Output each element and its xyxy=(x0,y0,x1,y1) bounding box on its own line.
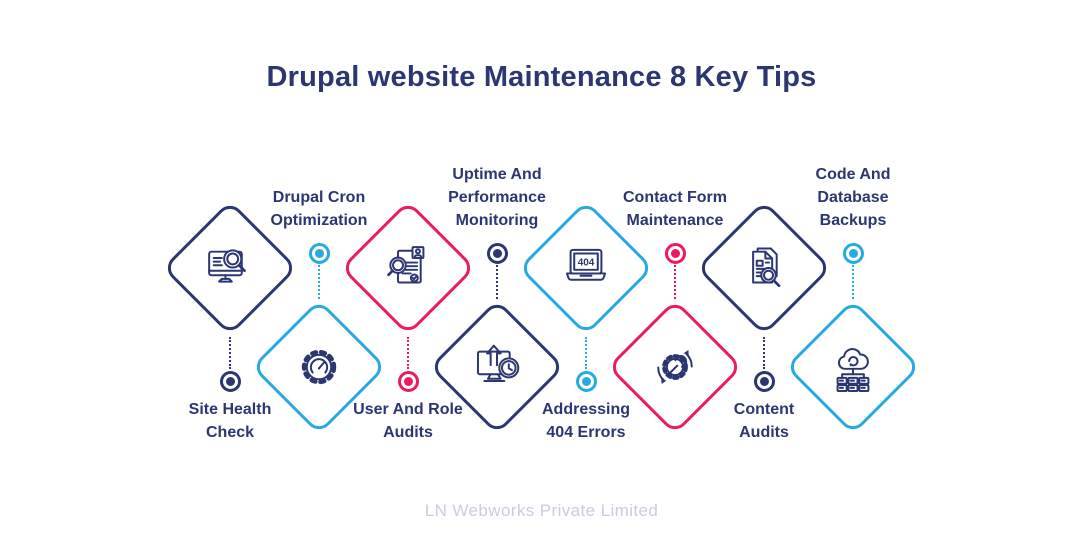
tip-label-line: Check xyxy=(205,424,255,441)
tip-label-line: Site Health xyxy=(188,401,272,418)
id-document-search-icon xyxy=(363,223,453,313)
tip-label-line: Content xyxy=(733,401,795,418)
connector-line xyxy=(673,265,676,299)
connector-line xyxy=(762,337,765,369)
diamond-user-and-role-audits xyxy=(340,200,476,336)
connector-dot xyxy=(842,242,864,264)
tip-label-line: Performance xyxy=(448,189,546,206)
connector-dot xyxy=(308,242,330,264)
tip-label-line: Monitoring xyxy=(455,212,539,229)
tip-label-line: Database xyxy=(817,189,889,206)
cloud-database-backup-icon xyxy=(808,322,898,412)
connector-line xyxy=(317,265,320,299)
connector-line xyxy=(228,337,231,369)
tip-label-line: Backups xyxy=(819,212,887,229)
tip-label-line: 404 Errors xyxy=(546,424,626,441)
diamond-drupal-cron-optimization xyxy=(251,299,387,435)
tip-label-line: Maintenance xyxy=(626,212,724,229)
gear-gauge-icon xyxy=(274,322,364,412)
tip-label-line: Audits xyxy=(383,424,433,441)
tip-label-line: Addressing xyxy=(541,401,630,418)
diamond-uptime-and-performance-monitoring xyxy=(429,299,565,435)
diamond-site-health-check xyxy=(162,200,298,336)
laptop-404-icon: 404 xyxy=(541,223,631,313)
tip-label-line: Drupal Cron xyxy=(272,189,366,206)
tip-label-line: Audits xyxy=(739,424,789,441)
page-title: Drupal website Maintenance 8 Key Tips xyxy=(266,61,817,93)
connector-line xyxy=(406,337,409,369)
monitor-search-icon xyxy=(185,223,275,313)
monitor-uptime-clock-icon xyxy=(452,322,542,412)
connector-dot xyxy=(397,370,419,392)
connector-line xyxy=(584,337,587,369)
connector-line xyxy=(495,265,498,299)
footer-brand: LN Webworks Private Limited xyxy=(424,501,659,520)
svg-text:404: 404 xyxy=(578,258,595,269)
connector-dot xyxy=(664,242,686,264)
diamond-addressing-404-errors: 404 xyxy=(518,200,654,336)
tip-label-line: User And Role xyxy=(353,401,463,418)
connector-line xyxy=(851,265,854,299)
connector-dot xyxy=(486,242,508,264)
tip-label-line: Optimization xyxy=(270,212,368,229)
diamond-code-and-database-backups xyxy=(785,299,921,435)
diamond-contact-form-maintenance xyxy=(607,299,743,435)
connector-dot xyxy=(575,370,597,392)
tip-label-line: Uptime And xyxy=(452,166,542,183)
diamond-content-audits xyxy=(696,200,832,336)
documents-search-icon xyxy=(719,223,809,313)
tip-label-line: Contact Form xyxy=(623,189,727,206)
tip-label-line: Code And xyxy=(815,166,891,183)
connector-dot xyxy=(219,370,241,392)
tip-label-addressing-404-errors: Addressing 404 Errors xyxy=(497,398,675,444)
gear-wrench-sync-icon xyxy=(630,322,720,412)
connector-dot xyxy=(753,370,775,392)
